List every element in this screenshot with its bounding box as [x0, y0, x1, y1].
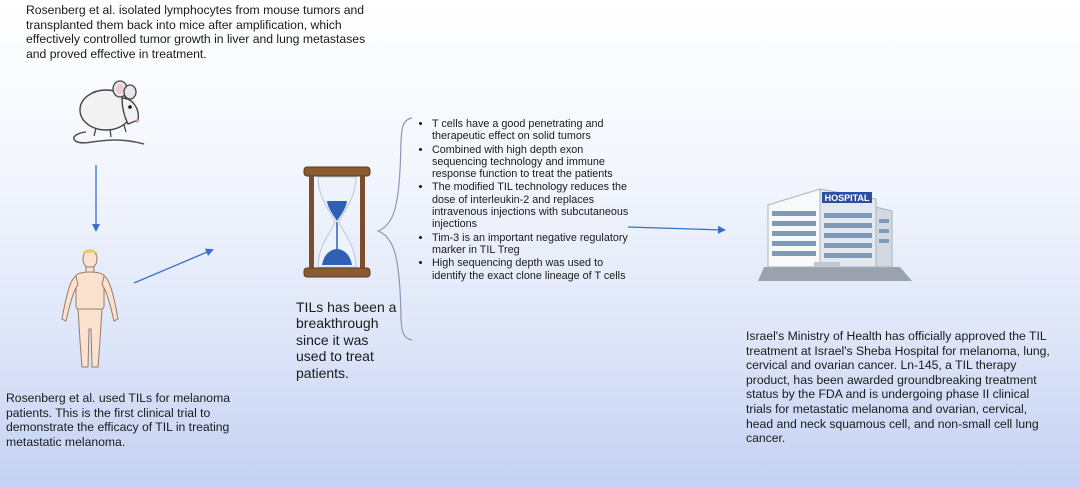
list-item: T cells have a good penetrating and ther… [432, 118, 640, 143]
arrow-list-to-hospital [627, 225, 726, 234]
clinical-trial-text: Rosenberg et al. used TILs for melanoma … [6, 391, 231, 449]
list-item: The modified TIL technology reduces the … [432, 181, 640, 230]
hourglass-icon [303, 166, 371, 278]
list-item: High sequencing depth was used to identi… [432, 257, 640, 282]
approval-text: Israel's Ministry of Health has official… [746, 329, 1050, 446]
arrow-human-to-hourglass [133, 248, 214, 284]
mouse-icon [73, 80, 145, 145]
hospital-icon: HOSPITAL [758, 188, 912, 281]
tils-breakthrough-text: TILs has been a breakthrough since it wa… [296, 299, 397, 381]
brace [376, 117, 413, 341]
human-body-icon [61, 249, 119, 368]
list-item: Combined with high depth exon sequencing… [432, 144, 640, 181]
hospital-sign: HOSPITAL [825, 193, 870, 203]
til-advantages-list: T cells have a good penetrating and ther… [418, 118, 640, 283]
list-item: Tim-3 is an important negative regulator… [432, 232, 640, 257]
mouse-experiment-text: Rosenberg et al. isolated lymphocytes fr… [26, 3, 366, 61]
